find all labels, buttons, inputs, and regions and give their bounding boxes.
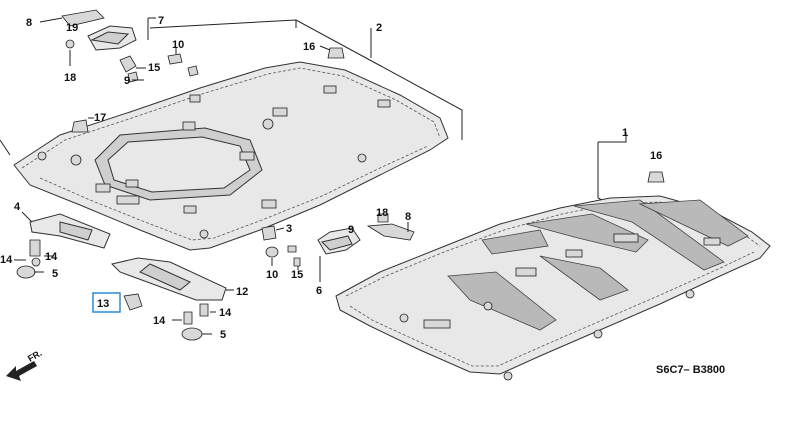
callout-10a[interactable]: 10	[172, 39, 184, 51]
callout-5a[interactable]: 5	[52, 268, 58, 280]
callout-8a[interactable]: 8	[26, 17, 32, 29]
callout-13[interactable]: 13	[97, 298, 109, 310]
callout-5b[interactable]: 5	[220, 329, 226, 341]
clip-17	[71, 117, 94, 133]
visor-clips	[14, 239, 216, 341]
assembly-2-frame	[0, 19, 463, 156]
front-direction-arrow: FR.	[6, 348, 44, 381]
highlight-box-13[interactable]	[92, 292, 121, 313]
callout-3[interactable]: 3	[286, 223, 292, 235]
callout-16b[interactable]: 16	[650, 150, 662, 162]
assembly-1-frame	[597, 132, 627, 201]
headliner-sunroof	[13, 61, 449, 251]
callout-7[interactable]: 7	[158, 15, 164, 27]
callout-2[interactable]: 2	[376, 22, 382, 34]
callout-4[interactable]: 4	[14, 201, 21, 213]
headliner-no-sunroof	[335, 171, 771, 381]
sunvisor-right	[111, 257, 234, 301]
callout-14b[interactable]: 14	[45, 251, 58, 263]
clip-16-top	[319, 45, 345, 59]
callout-1[interactable]: 1	[622, 127, 628, 139]
callout-14a[interactable]: 14	[0, 254, 13, 266]
callout-15a[interactable]: 15	[148, 62, 160, 74]
callout-9b[interactable]: 9	[348, 224, 354, 236]
callout-14d[interactable]: 14	[219, 307, 232, 319]
callout-labels: 8 19 7 10 15 9 18 2 16 17 1 16 4 14 14 5…	[0, 15, 662, 341]
callout-16a[interactable]: 16	[303, 41, 315, 53]
direction-label: FR.	[26, 348, 44, 364]
callout-10b[interactable]: 10	[266, 269, 278, 281]
sunvisor-left	[21, 211, 111, 249]
diagram-code: S6C7– B3800	[656, 364, 725, 376]
callout-17[interactable]: 17	[94, 112, 106, 124]
callout-9a[interactable]: 9	[124, 75, 130, 87]
callout-14c[interactable]: 14	[153, 315, 166, 327]
callout-8b[interactable]: 8	[405, 211, 411, 223]
callout-18a[interactable]: 18	[64, 72, 76, 84]
middle-small-parts	[261, 213, 415, 282]
callout-19[interactable]: 19	[66, 22, 78, 34]
callout-15b[interactable]: 15	[291, 269, 303, 281]
callout-18b[interactable]: 18	[376, 207, 388, 219]
callout-6[interactable]: 6	[316, 285, 322, 297]
grab-handle-assembly	[39, 9, 199, 83]
callout-12[interactable]: 12	[236, 286, 248, 298]
